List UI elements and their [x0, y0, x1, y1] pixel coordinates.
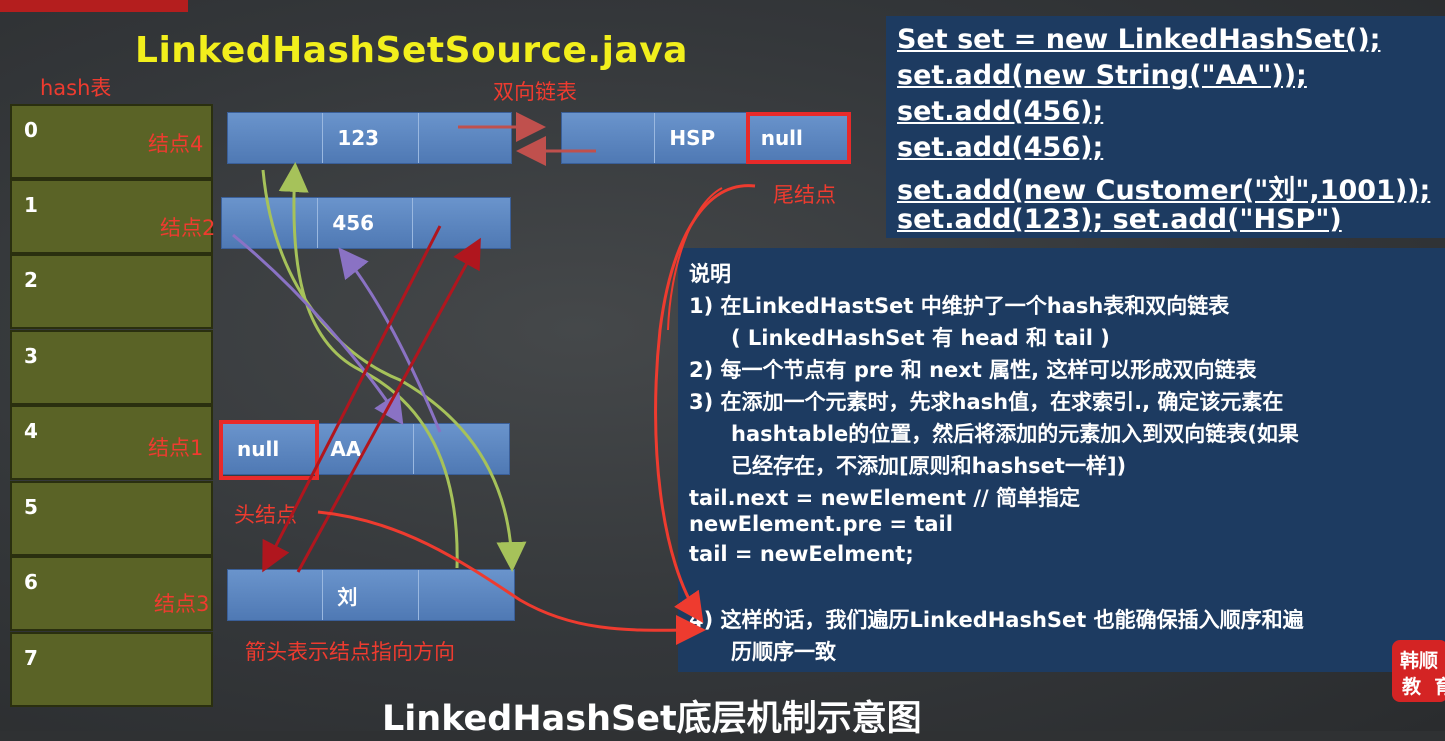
slot-index: 6	[24, 570, 38, 594]
green-link-arrow	[278, 162, 459, 569]
tail-node-label: 尾结点	[773, 183, 836, 207]
node1-label: 结点1	[148, 436, 204, 460]
hash-slot-6: 6	[10, 556, 213, 631]
head-pointer-arrow	[317, 510, 706, 646]
description-line: 2) 每一个节点有 pre 和 next 属性, 这样可以形成双向链表	[689, 358, 1257, 382]
hash-slot-0: 0	[10, 104, 213, 179]
description-line: 已经存在，不添加[原则和hashset一样])	[731, 454, 1127, 478]
top-left-red-tab	[0, 0, 188, 12]
hash-slot-4: 4	[10, 405, 213, 480]
darkred-link-arrow	[296, 237, 481, 573]
description-heading: 说明	[689, 262, 731, 286]
tail-hook-stroke	[667, 187, 723, 331]
hash-slot-7: 7	[10, 632, 213, 707]
code-line: set.add(new String("AA"));	[897, 60, 1307, 91]
description-line: hashtable的位置，然后将添加的元素加入到双向链表(如果	[731, 422, 1299, 446]
node-3: 刘	[227, 569, 515, 621]
node-4: 123	[227, 112, 512, 164]
node-value-cell: 刘	[323, 570, 419, 620]
green-link-arrow	[261, 169, 527, 572]
head-null-highlight	[219, 420, 319, 480]
purple-link-arrow	[232, 233, 404, 425]
description-line: 1) 在LinkedHastSet 中维护了一个hash表和双向链表	[689, 294, 1230, 318]
code-line: set.add(123); set.add("HSP")	[897, 204, 1342, 235]
hash-slot-2: 2	[10, 254, 213, 329]
hash-table-label: hash表	[40, 76, 112, 100]
purple-link-arrow	[338, 247, 442, 433]
node-pre-cell	[222, 198, 319, 248]
code-line: set.add(456);	[897, 96, 1104, 127]
slot-index: 5	[24, 495, 38, 519]
code-line: Set set = new LinkedHashSet();	[897, 24, 1381, 55]
arrow-direction-note: 箭头表示结点指向方向	[245, 640, 455, 664]
description-line: 4) 这样的话，我们遍历LinkedHashSet 也能确保插入顺序和遍	[689, 608, 1304, 632]
node-next-cell: null	[760, 126, 803, 150]
slot-index: 1	[24, 193, 38, 217]
node-value-cell: 123	[323, 113, 419, 163]
badge-text-line: 韩顺	[1400, 650, 1439, 672]
slot-index: 0	[24, 118, 38, 142]
slot-index: 3	[24, 344, 38, 368]
hash-slot-1: 1	[10, 179, 213, 254]
node-pre-cell	[228, 113, 324, 163]
code-line: set.add(456);	[897, 132, 1104, 163]
node-pre-cell	[228, 570, 324, 620]
node3-label: 结点3	[154, 592, 210, 616]
linked-list-label: 双向链表	[493, 80, 577, 104]
node-value-cell: AA	[316, 424, 414, 474]
description-line: 历顺序一致	[731, 640, 836, 664]
watermark-badge: 韩顺 教 育	[1392, 640, 1445, 702]
description-line: 3) 在添加一个元素时，先求hash值，在求索引., 确定该元素在	[689, 390, 1284, 414]
slot-index: 2	[24, 268, 38, 292]
node-value-cell: 456	[318, 198, 413, 248]
diagram-title: LinkedHashSetSource.java	[135, 30, 688, 71]
slot-index: 4	[24, 419, 38, 443]
description-code-line: tail.next = newElement // 简单指定	[689, 486, 1081, 510]
badge-text-line: 教 育	[1402, 676, 1445, 698]
code-panel: Set set = new LinkedHashSet(); set.add(n…	[886, 16, 1445, 238]
hash-slot-5: 5	[10, 481, 213, 556]
description-panel: 说明 1) 在LinkedHastSet 中维护了一个hash表和双向链表 ( …	[678, 248, 1445, 672]
tail-null-highlight	[746, 112, 851, 164]
description-code-line: newElement.pre = tail	[689, 512, 953, 536]
node4-label: 结点4	[148, 132, 204, 156]
description-line: ( LinkedHashSet 有 head 和 tail )	[731, 326, 1110, 350]
darkred-link-arrow	[262, 225, 442, 573]
hash-slot-3: 3	[10, 330, 213, 405]
node-pre-cell	[562, 113, 656, 163]
tail-pointer-arrow	[654, 184, 756, 623]
code-line: set.add(new Customer("刘",1001));	[897, 175, 1431, 206]
slot-index: 7	[24, 646, 38, 670]
description-code-line: tail = newEelment;	[689, 542, 914, 566]
node2-label: 结点2	[160, 216, 216, 240]
